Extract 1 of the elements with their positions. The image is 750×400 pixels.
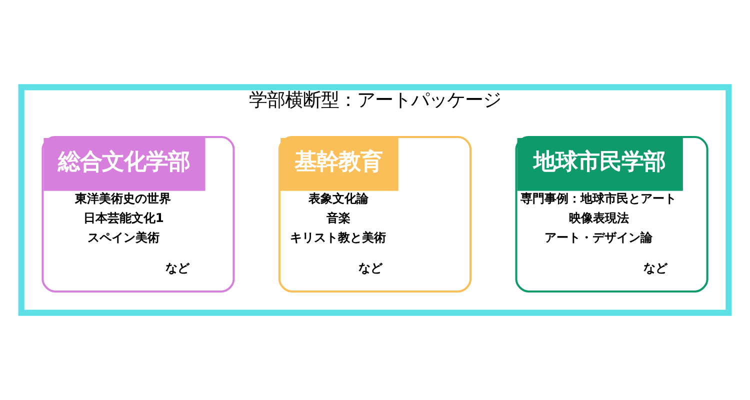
node-box: 基幹教育 表象文化論 音楽 キリスト教と美術 など [278, 136, 472, 292]
